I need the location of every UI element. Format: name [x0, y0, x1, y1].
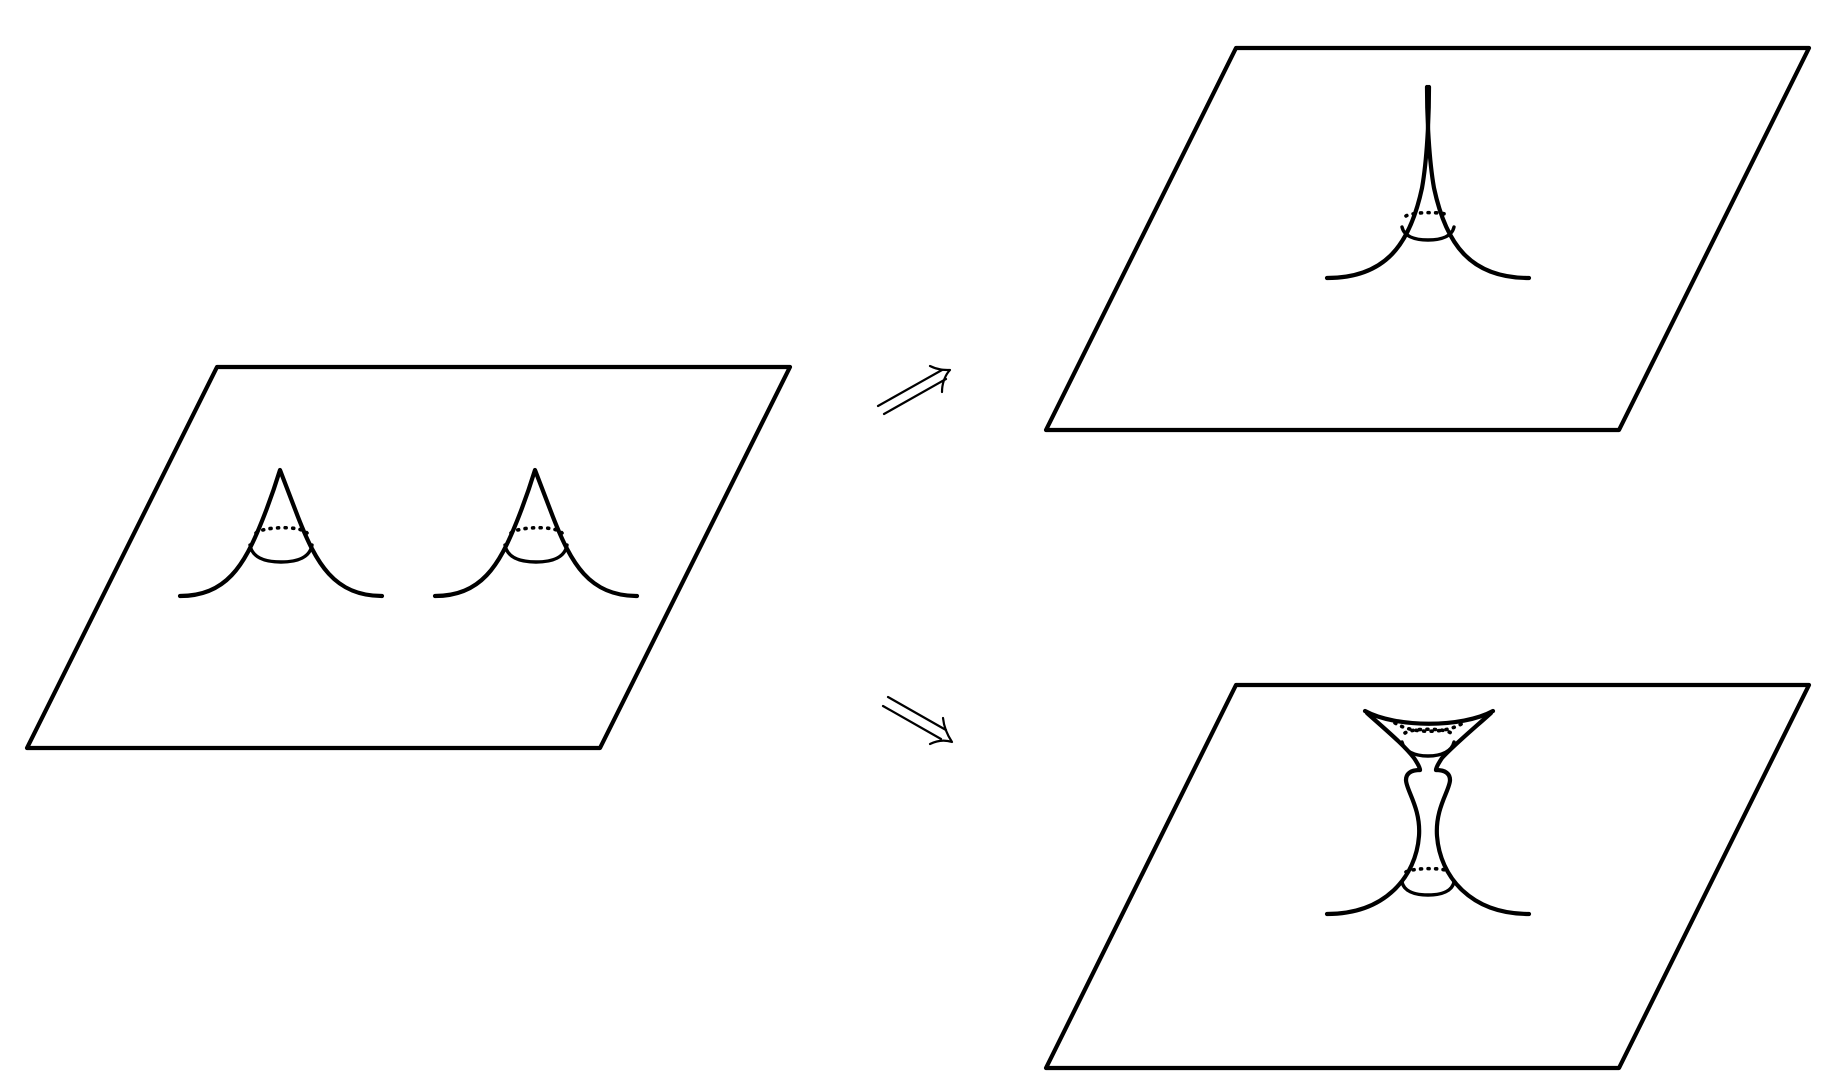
- arrow-up-right: [876, 364, 952, 416]
- split-plane-panel: [1043, 682, 1812, 1071]
- lower-ring-back: [1404, 866, 1452, 874]
- upper-ring-front: [1400, 740, 1456, 758]
- lower-ring-front: [1400, 880, 1456, 897]
- arrow-up-right-head: [928, 364, 952, 394]
- hourglass-lower-left: [1324, 777, 1422, 917]
- hourglass-upper-right: [1433, 710, 1494, 773]
- cone-left-ring-front: [248, 543, 314, 564]
- arrow-down-right-head: [928, 716, 954, 746]
- cusp-surface: [1324, 84, 1532, 281]
- initial-plane: [24, 364, 793, 751]
- arrow-down-right-shaft-bottom: [881, 704, 943, 741]
- hourglass-top-rim: [1362, 708, 1496, 726]
- hourglass-neck-right: [1433, 767, 1453, 783]
- cone-left-profile: [177, 467, 385, 599]
- upper-rim-back: [1393, 721, 1465, 733]
- arrow-down-right-shaft-top: [886, 695, 948, 732]
- arrow-down-right: [881, 695, 954, 746]
- cusp-ring-back: [1404, 210, 1452, 218]
- cone-left: [177, 467, 385, 599]
- upper-ring-back: [1403, 727, 1453, 735]
- arrow-up-right-shaft-bottom: [882, 377, 948, 416]
- hourglass-upper-left: [1364, 710, 1423, 773]
- merged-plane-panel: [1043, 45, 1812, 433]
- merged-plane: [1043, 45, 1812, 433]
- initial-plane-panel: [24, 364, 793, 751]
- cone-right-profile: [432, 467, 640, 599]
- cone-right-ring-front: [503, 543, 569, 564]
- split-plane: [1043, 682, 1812, 1071]
- hourglass-neck-left: [1403, 767, 1423, 783]
- cone-left-ring-back: [254, 525, 309, 535]
- cone-right-ring-back: [509, 525, 564, 535]
- hourglass-lower-right: [1434, 777, 1532, 917]
- arrow-up-right-shaft-top: [876, 368, 944, 408]
- cusp-ring-front: [1400, 225, 1456, 242]
- cusp-left-profile: [1324, 84, 1432, 281]
- cusp-right-profile: [1424, 84, 1532, 281]
- cone-right: [432, 467, 640, 599]
- hourglass-surface: [1324, 708, 1532, 917]
